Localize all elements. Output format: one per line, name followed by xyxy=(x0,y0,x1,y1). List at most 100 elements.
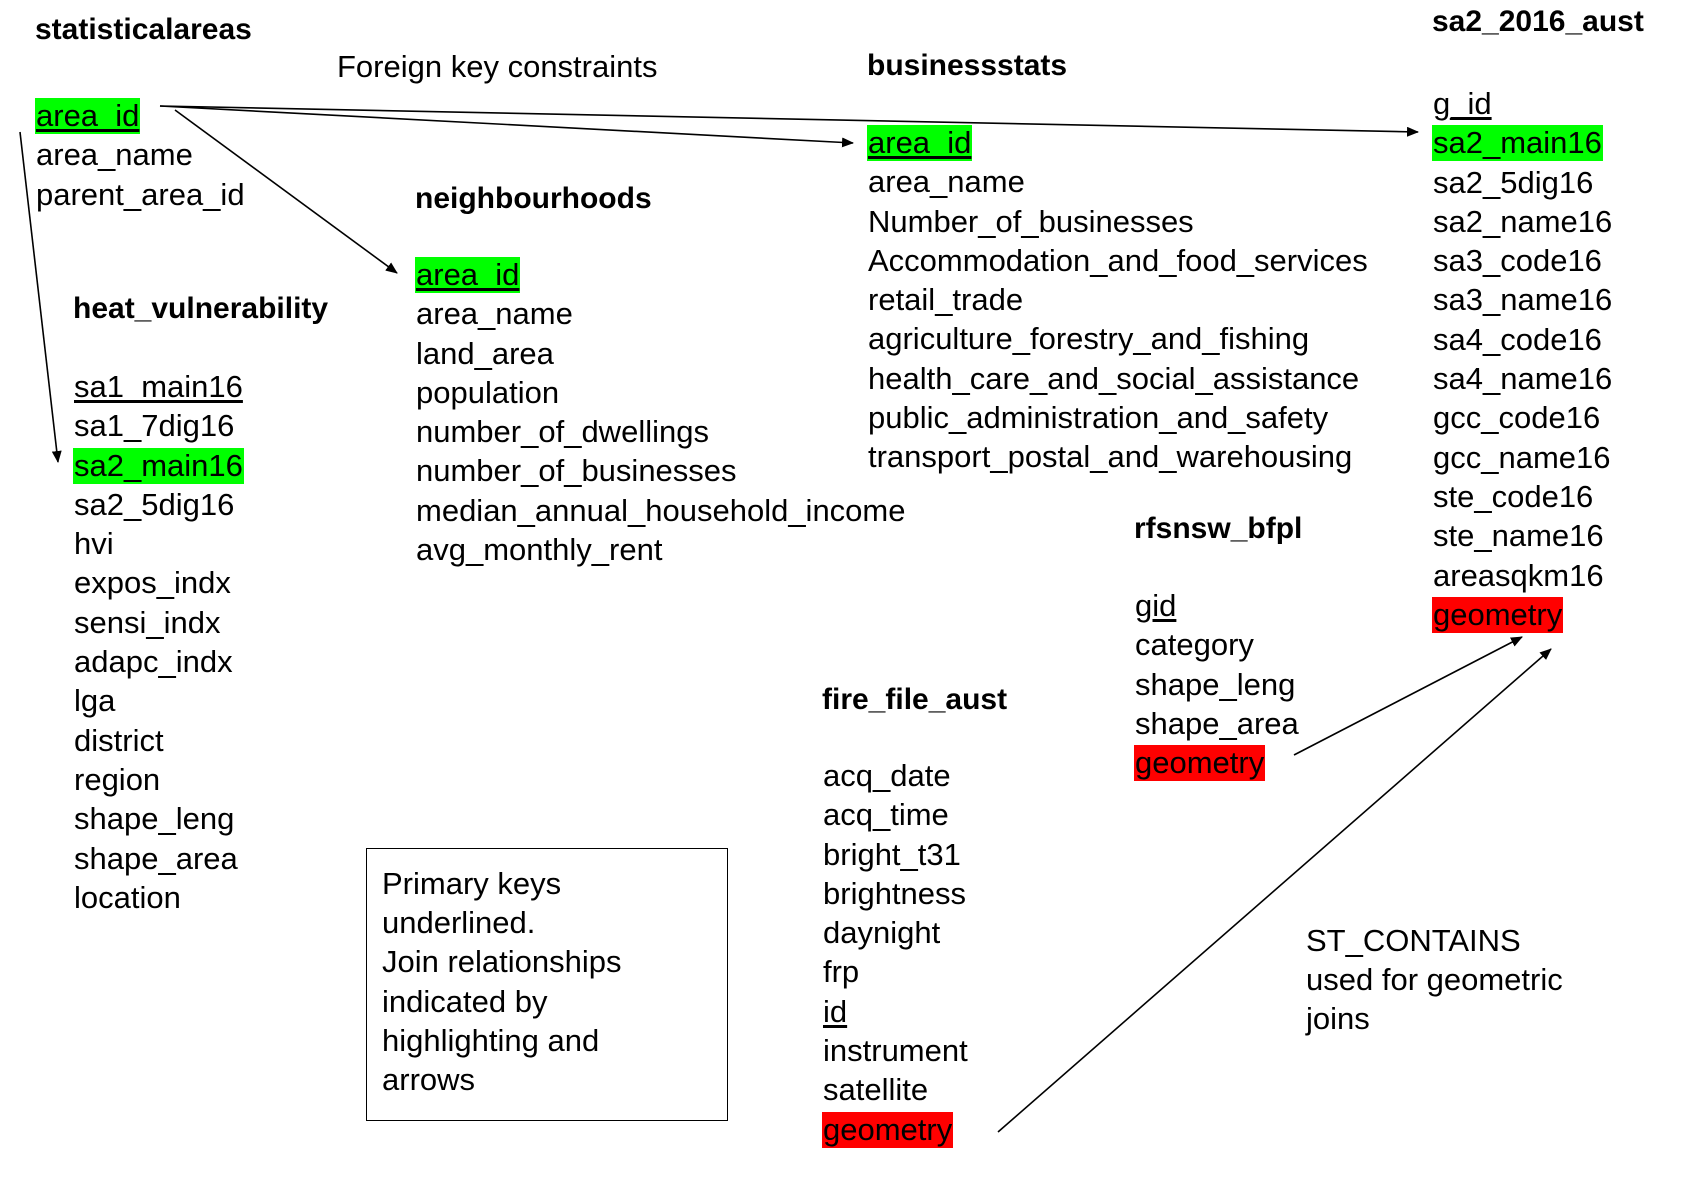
field-label: sa1_7dig16 xyxy=(74,408,235,444)
field-instrument: instrument xyxy=(822,1031,1007,1070)
field-label: frp xyxy=(823,954,860,990)
field-label: g_id xyxy=(1433,86,1492,121)
foreign-key-label: Foreign key constraints xyxy=(337,49,658,84)
st-contains-note-line: joins xyxy=(1306,1001,1370,1036)
field-label: gid xyxy=(1135,588,1177,623)
field-frp: frp xyxy=(822,952,1007,991)
field-label: lga xyxy=(74,683,116,719)
field-id: id xyxy=(822,992,1007,1031)
field-label: population xyxy=(416,374,560,410)
table-title: neighbourhoods xyxy=(415,182,652,215)
table-title: sa2_2016_aust xyxy=(1432,5,1644,38)
field-label: ste_code16 xyxy=(1433,478,1594,514)
field-number-of-dwellings: number_of_dwellings xyxy=(415,412,907,451)
legend-box: Primary keys underlined. Join relationsh… xyxy=(366,848,728,1121)
field-label: sa1_main16 xyxy=(74,369,243,404)
field-ste-code16: ste_code16 xyxy=(1432,477,1644,516)
field-retail-trade: retail_trade xyxy=(867,280,1369,319)
field-area-name: area_name xyxy=(415,294,907,333)
field-areasqkm16: areasqkm16 xyxy=(1432,556,1644,595)
field-label: sa2_5dig16 xyxy=(74,486,235,522)
field-number-of-businesses: number_of_businesses xyxy=(415,451,907,490)
field-sa2-name16: sa2_name16 xyxy=(1432,202,1644,241)
field-label: district xyxy=(74,722,164,758)
field-public-administration-and-safety: public_administration_and_safety xyxy=(867,398,1369,437)
field-label: sa4_name16 xyxy=(1433,361,1613,397)
table-title: statisticalareas xyxy=(35,13,252,46)
field-label: geometry xyxy=(822,1111,954,1148)
field-label: sa4_code16 xyxy=(1433,321,1602,357)
field-area-name: area_name xyxy=(35,135,252,174)
legend-line: indicated by xyxy=(382,984,548,1019)
legend-line: Primary keys xyxy=(382,866,562,901)
field-location: location xyxy=(73,878,328,917)
field-brightness: brightness xyxy=(822,874,1007,913)
field-transport-postal-and-warehousing: transport_postal_and_warehousing xyxy=(867,437,1369,476)
field-sa2-main16: sa2_main16 xyxy=(1432,123,1644,162)
field-area-id: area_id xyxy=(35,96,252,135)
field-label: area_id xyxy=(415,257,521,293)
field-label: sa2_5dig16 xyxy=(1433,164,1594,200)
field-area-id: area_id xyxy=(867,123,1369,162)
legend-line: highlighting and xyxy=(382,1023,600,1058)
field-label: geometry xyxy=(1432,596,1564,633)
legend-line: Join relationships xyxy=(382,944,622,979)
field-area-name: area_name xyxy=(867,162,1369,201)
field-district: district xyxy=(73,721,328,760)
field-ste-name16: ste_name16 xyxy=(1432,516,1644,555)
field-label: daynight xyxy=(823,915,941,951)
field-label: sa3_name16 xyxy=(1433,282,1613,318)
field-gcc-name16: gcc_name16 xyxy=(1432,438,1644,477)
field-label: sa2_main16 xyxy=(1432,125,1603,162)
field-sa1-main16: sa1_main16 xyxy=(73,367,328,406)
field-expos-indx: expos_indx xyxy=(73,563,328,602)
field-label: acq_date xyxy=(823,758,951,793)
field-label: sa2_name16 xyxy=(1433,203,1613,239)
field-label: gcc_code16 xyxy=(1433,400,1601,436)
table-title: fire_file_aust xyxy=(822,683,1008,716)
field-label: area_name xyxy=(36,137,193,173)
field-label: acq_time xyxy=(823,797,949,833)
table-title: businessstats xyxy=(867,49,1068,82)
field-sa4-code16: sa4_code16 xyxy=(1432,320,1644,359)
field-gcc-code16: gcc_code16 xyxy=(1432,398,1644,437)
field-health-care-and-social-assistance: health_care_and_social_assistance xyxy=(867,359,1369,398)
field-label: bright_t31 xyxy=(823,836,961,872)
field-label: expos_indx xyxy=(74,565,231,601)
field-label: ste_name16 xyxy=(1433,518,1604,554)
field-label: avg_monthly_rent xyxy=(416,532,663,568)
field-label: areasqkm16 xyxy=(1433,557,1604,593)
field-label: category xyxy=(1135,627,1254,663)
field-sa1-7dig16: sa1_7dig16 xyxy=(73,406,328,445)
field-region: region xyxy=(73,760,328,799)
field-label: adapc_indx xyxy=(74,644,233,680)
field-label: land_area xyxy=(416,335,554,371)
field-label: area_id xyxy=(35,98,141,134)
field-label: parent_area_id xyxy=(36,176,245,212)
field-label: median_annual_household_income xyxy=(416,492,906,528)
field-shape-area: shape_area xyxy=(73,839,328,878)
field-sa2-main16: sa2_main16 xyxy=(73,446,328,485)
st-contains-arrow-rfsnsw-to-sa2 xyxy=(1293,636,1523,756)
legend-line: arrows xyxy=(382,1062,476,1097)
field-label: sensi_indx xyxy=(74,604,221,640)
field-label: id xyxy=(823,993,848,1029)
field-median-annual-household-income: median_annual_household_income xyxy=(415,491,907,530)
field-label: sa3_code16 xyxy=(1433,243,1602,279)
field-label: satellite xyxy=(823,1072,929,1108)
field-label: Number_of_businesses xyxy=(868,203,1194,239)
field-label: shape_leng xyxy=(1135,666,1296,702)
fk-arrow-statisticalareas-to-businessstats xyxy=(159,105,854,148)
field-label: health_care_and_social_assistance xyxy=(868,360,1360,396)
field-acq-date: acq_date xyxy=(822,756,1007,795)
field-number-of-businesses: Number_of_businesses xyxy=(867,202,1369,241)
field-hvi: hvi xyxy=(73,524,328,563)
